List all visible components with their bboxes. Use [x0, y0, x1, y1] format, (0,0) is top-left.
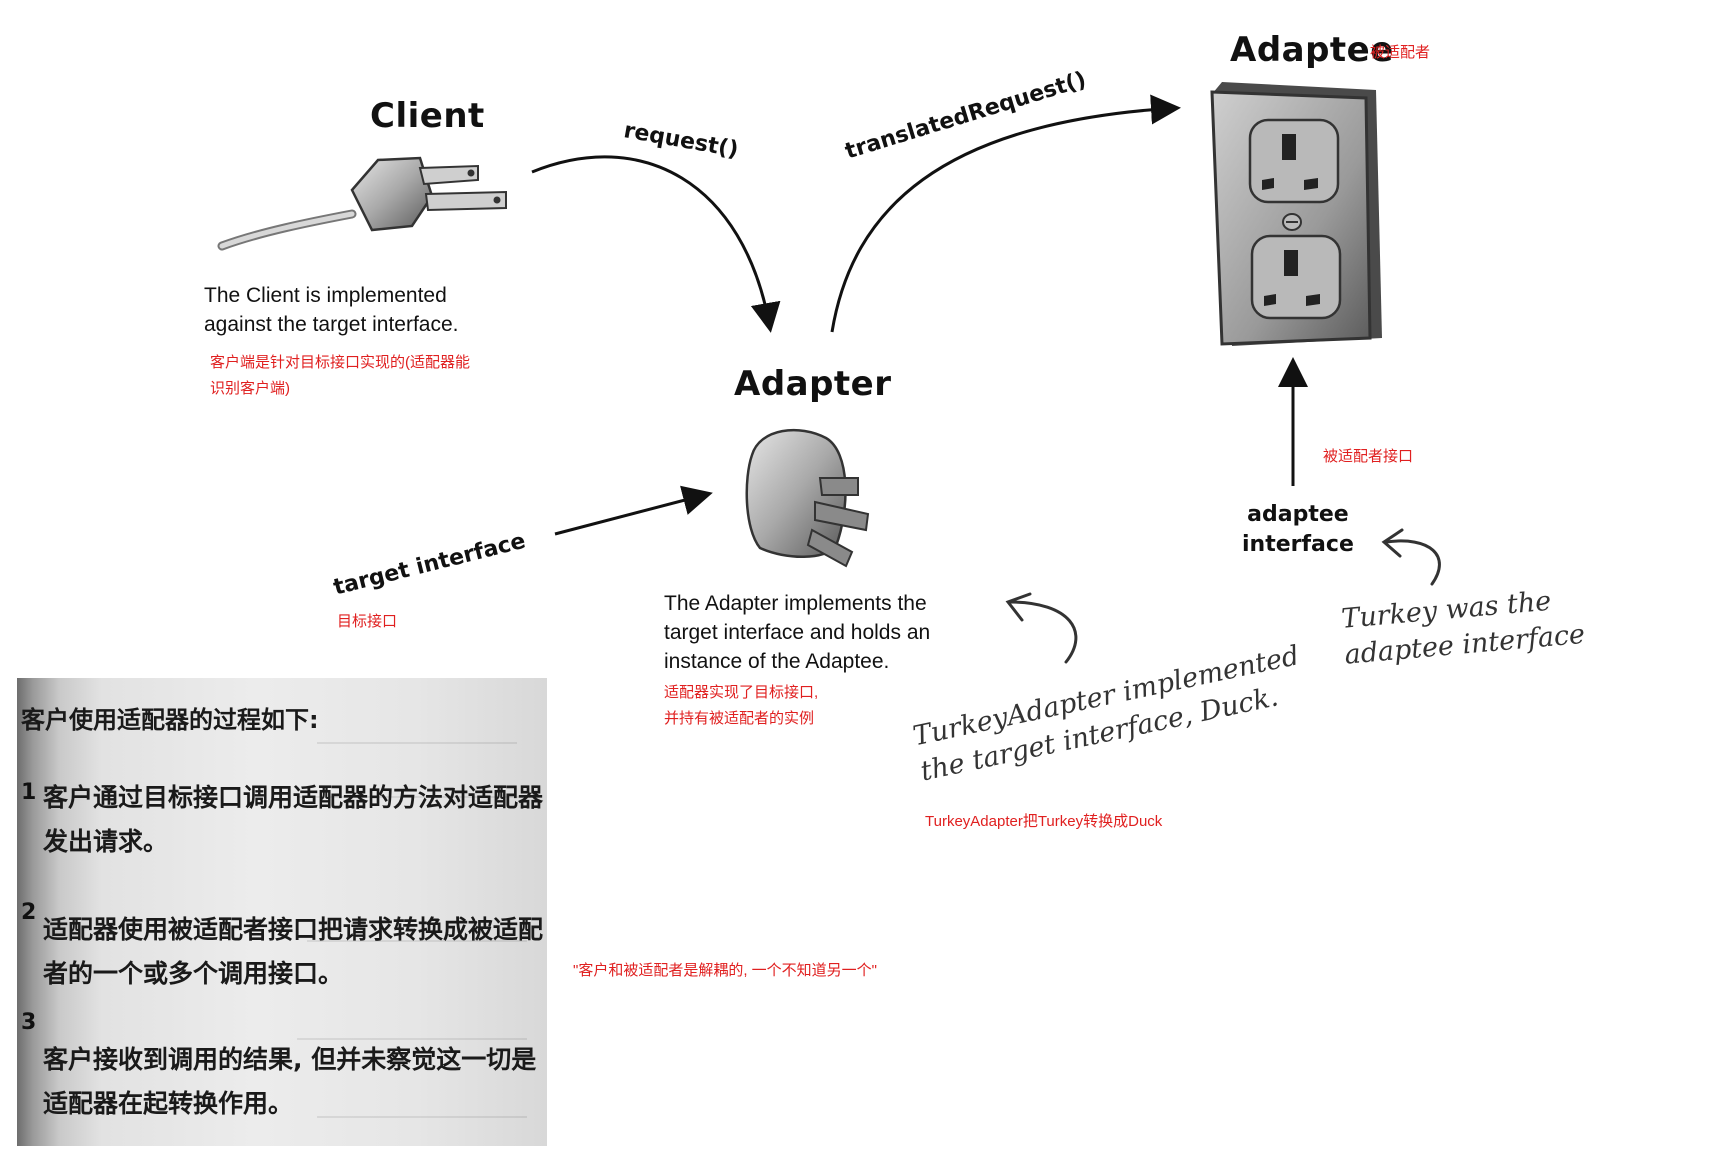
adaptee-note-zh: 被适配者 [1370, 44, 1431, 61]
adaptee-interface-note-zh: 被适配者接口 [1323, 448, 1414, 465]
book-step-line: 适配器在起转换作用。 [43, 1089, 294, 1118]
book-step-line: 发出请求。 [43, 827, 169, 856]
book-excerpt-scan: 客户使用适配器的过程如下: 1 客户通过目标接口调用适配器的方法对适配器 发出请… [17, 678, 547, 1146]
target-interface-arrow [554, 485, 713, 536]
book-heading: 客户使用适配器的过程如下: [21, 706, 319, 734]
adapter-note-zh: 适配器实现了目标接口, 并持有被适配者的实例 [664, 684, 819, 727]
turkey-adapter-note-zh: TurkeyAdapter把Turkey转换成Duck [925, 813, 1163, 830]
book-step-number: 2 [21, 900, 37, 925]
book-step-line: 客户通过目标接口调用适配器的方法对适配器 [43, 783, 544, 812]
request-arrow [531, 155, 781, 333]
book-step-line: 客户接收到调用的结果, 但并未察觉这一切是 [43, 1045, 537, 1074]
adapter-description: The Adapter implements the target interf… [664, 592, 931, 673]
client-note-zh: 客户端是针对目标接口实现的(适配器能 识别客户端) [210, 354, 470, 397]
client-description: The Client is implemented against the ta… [204, 284, 459, 336]
target-interface-note-zh: 目标接口 [337, 613, 398, 630]
adaptee-interface-label: adaptee interface [1242, 502, 1354, 557]
book-step-line: 者的一个或多个调用接口。 [43, 959, 344, 988]
adapter-title: Adapter [734, 364, 892, 404]
adapter-icon [745, 428, 870, 568]
client-title: Client [370, 96, 485, 136]
hand-arrow-adapter [1005, 592, 1078, 664]
hand-arrow-adaptee [1381, 528, 1441, 586]
adaptee-title: Adaptee [1230, 30, 1394, 70]
book-step-line: 适配器使用被适配者接口把请求转换成被适配 [43, 915, 544, 944]
translated-request-arrow [830, 94, 1181, 333]
decoupled-note: "客户和被适配者是解耦的, 一个不知道另一个" [573, 962, 877, 979]
wall-outlet-icon [1210, 82, 1382, 346]
book-step-number: 1 [21, 780, 37, 805]
plug-icon [217, 156, 507, 251]
book-step-number: 3 [21, 1010, 37, 1035]
